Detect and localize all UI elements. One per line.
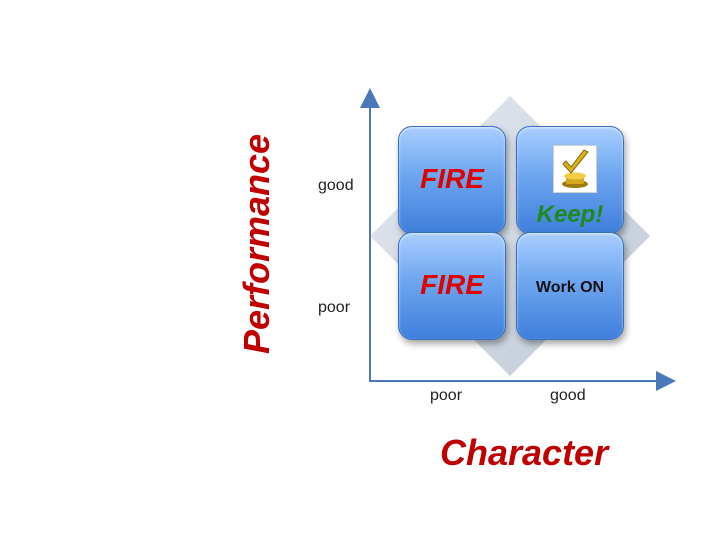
x-tick-good: good [550, 387, 586, 404]
quadrant-bottom-left: FIRE [398, 232, 506, 340]
quadrant-bottom-right: Work ON [516, 232, 624, 340]
quadrant-top-right: Keep! [516, 126, 624, 234]
quadrant-label: FIRE [420, 269, 484, 300]
y-tick-poor: poor [318, 299, 351, 316]
quadrant-top-left: FIRE [398, 126, 506, 234]
x-axis-title: Character [440, 432, 609, 473]
quadrant-label: Work ON [535, 279, 605, 296]
checkmark-trophy-icon [553, 145, 597, 193]
quadrant-label: Keep! [536, 201, 604, 228]
x-tick-poor: poor [430, 387, 463, 404]
quadrant-label: FIRE [420, 163, 484, 194]
y-axis-title: Performance [236, 133, 277, 355]
y-tick-good: good [318, 177, 354, 194]
